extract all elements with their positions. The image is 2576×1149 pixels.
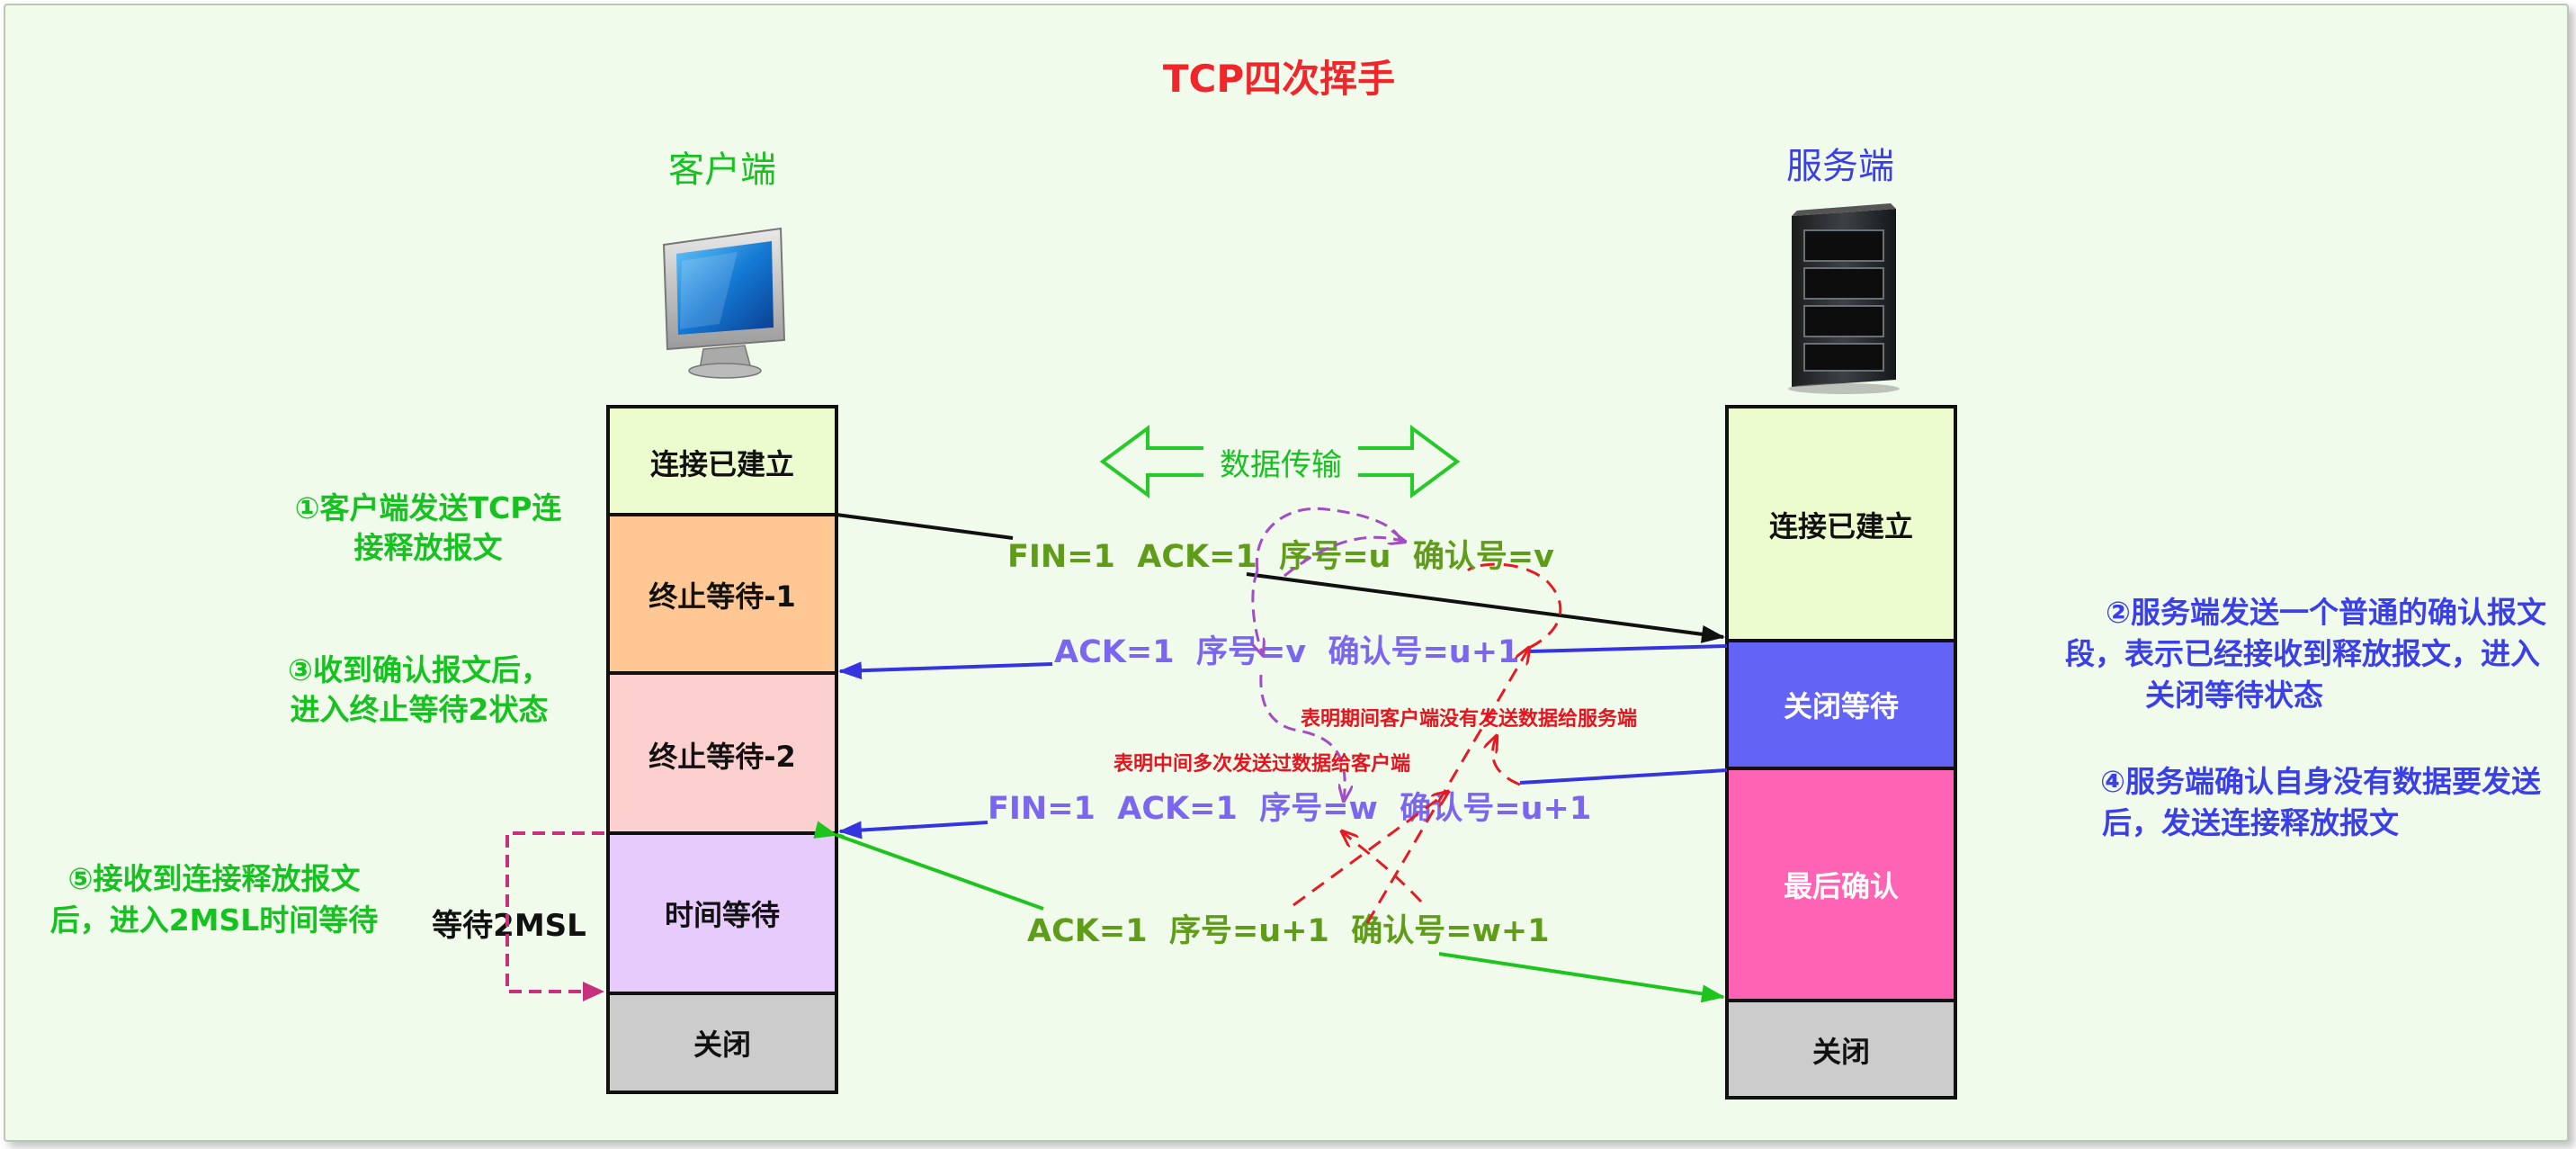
note-line: 接释放报文 (354, 530, 503, 565)
fin1-arrow (1246, 572, 1725, 643)
note-line: ④服务端确认自身没有数据要发送 (2100, 764, 2541, 799)
client-state-label: 连接已建立 (650, 447, 794, 481)
ack2-arrow (1438, 952, 1725, 1003)
client-state-label: 终止等待-2 (648, 740, 796, 774)
data-transfer-arrow: 数据传输 (1099, 425, 1461, 498)
note-line: 段，表示已经接收到释放报文，进入 (2065, 636, 2540, 671)
data-transfer-label: 数据传输 (1220, 447, 1342, 483)
server-state-label: 最后确认 (1784, 869, 1899, 903)
client-state-closed (606, 992, 838, 1094)
server-state-column: 连接已建立 关闭等待 最后确认 关闭 (1725, 405, 1957, 1100)
server-state-close-wait (1725, 639, 1957, 770)
client-state-label: 终止等待-1 (648, 579, 796, 614)
purple-dash-arrow-lower (1259, 674, 1345, 801)
server-label: 服务端 (1786, 146, 1894, 187)
client-state-label: 关闭 (693, 1028, 751, 1062)
fin2-label: FIN=1 ACK=1 序号=w 确认号=u+1 (988, 791, 1591, 827)
ack1-arrow-line-a (1528, 644, 1728, 653)
red-dash-arrow-a (1292, 792, 1448, 907)
desktop-computer-icon (662, 227, 786, 379)
wait-2msl-bracket (505, 831, 604, 1001)
note-line: ⑤接收到连接释放报文 (68, 861, 361, 896)
red-dash-arrow-c (1342, 831, 1423, 903)
note-step2: ②服务端发送一个普通的确认报文 段，表示已经接收到释放报文，进入 关闭等待状态 (2065, 595, 2546, 713)
note-line: 后，发送连接释放报文 (2102, 805, 2399, 840)
client-state-established (606, 405, 838, 516)
client-state-fin-wait-2 (606, 671, 838, 835)
server-rack-icon (1788, 203, 1900, 394)
note-step3: ③收到确认报文后， 进入终止等待2状态 (288, 652, 550, 727)
red-dash-loop (1466, 562, 1562, 650)
server-state-label: 连接已建立 (1769, 509, 1913, 543)
note-step5: ⑤接收到连接释放报文 后，进入2MSL时间等待 (50, 861, 379, 938)
server-state-closed (1725, 999, 1957, 1100)
note-red-upper: 表明期间客户端没有发送数据给服务端 (1301, 707, 1637, 731)
note-line: 进入终止等待2状态 (291, 692, 549, 727)
ack2-arrow-tail (813, 821, 845, 839)
ack2-label: ACK=1 序号=u+1 确认号=w+1 (1027, 913, 1550, 949)
ack2-arrow-line-a (836, 833, 1044, 911)
note-line: ③收到确认报文后， (288, 652, 550, 687)
fin2-arrow-line-a (1519, 768, 1728, 785)
note-red-lower: 表明中间多次发送过数据给客户端 (1114, 752, 1410, 776)
note-step4: ④服务端确认自身没有数据要发送 后，发送连接释放报文 (2100, 764, 2541, 840)
server-state-label: 关闭 (1812, 1035, 1870, 1069)
fin1-arrow-line-a (836, 513, 1014, 540)
ack1-label: ACK=1 序号=v 确认号=u+1 (1054, 634, 1519, 670)
note-step1: ①客户端发送TCP连 接释放报文 (295, 490, 563, 565)
note-line: ②服务端发送一个普通的确认报文 (2106, 595, 2546, 630)
fin2-arrow (838, 821, 988, 839)
note-line: ①客户端发送TCP连 (295, 490, 563, 525)
diagram-frame (4, 4, 2569, 1142)
client-state-label: 时间等待 (665, 898, 780, 932)
ack1-arrow (838, 661, 1053, 680)
note-line: 后，进入2MSL时间等待 (50, 902, 379, 938)
client-state-column: 连接已建立 终止等待-1 终止等待-2 时间等待 关闭 (606, 405, 838, 1094)
purple-dash-arrow-down (1253, 570, 1263, 655)
server-state-label: 关闭等待 (1784, 689, 1899, 723)
red-dash-arrow-b (1365, 648, 1529, 924)
red-dash-arrow-d (1493, 736, 1521, 786)
client-state-fin-wait-1 (606, 513, 838, 675)
fin1-label: FIN=1 ACK=1 序号=u 确认号=v (1007, 539, 1554, 575)
note-line: 关闭等待状态 (2145, 678, 2323, 713)
diagram-title: TCP四次挥手 (1163, 57, 1395, 101)
client-label: 客户端 (668, 149, 776, 191)
